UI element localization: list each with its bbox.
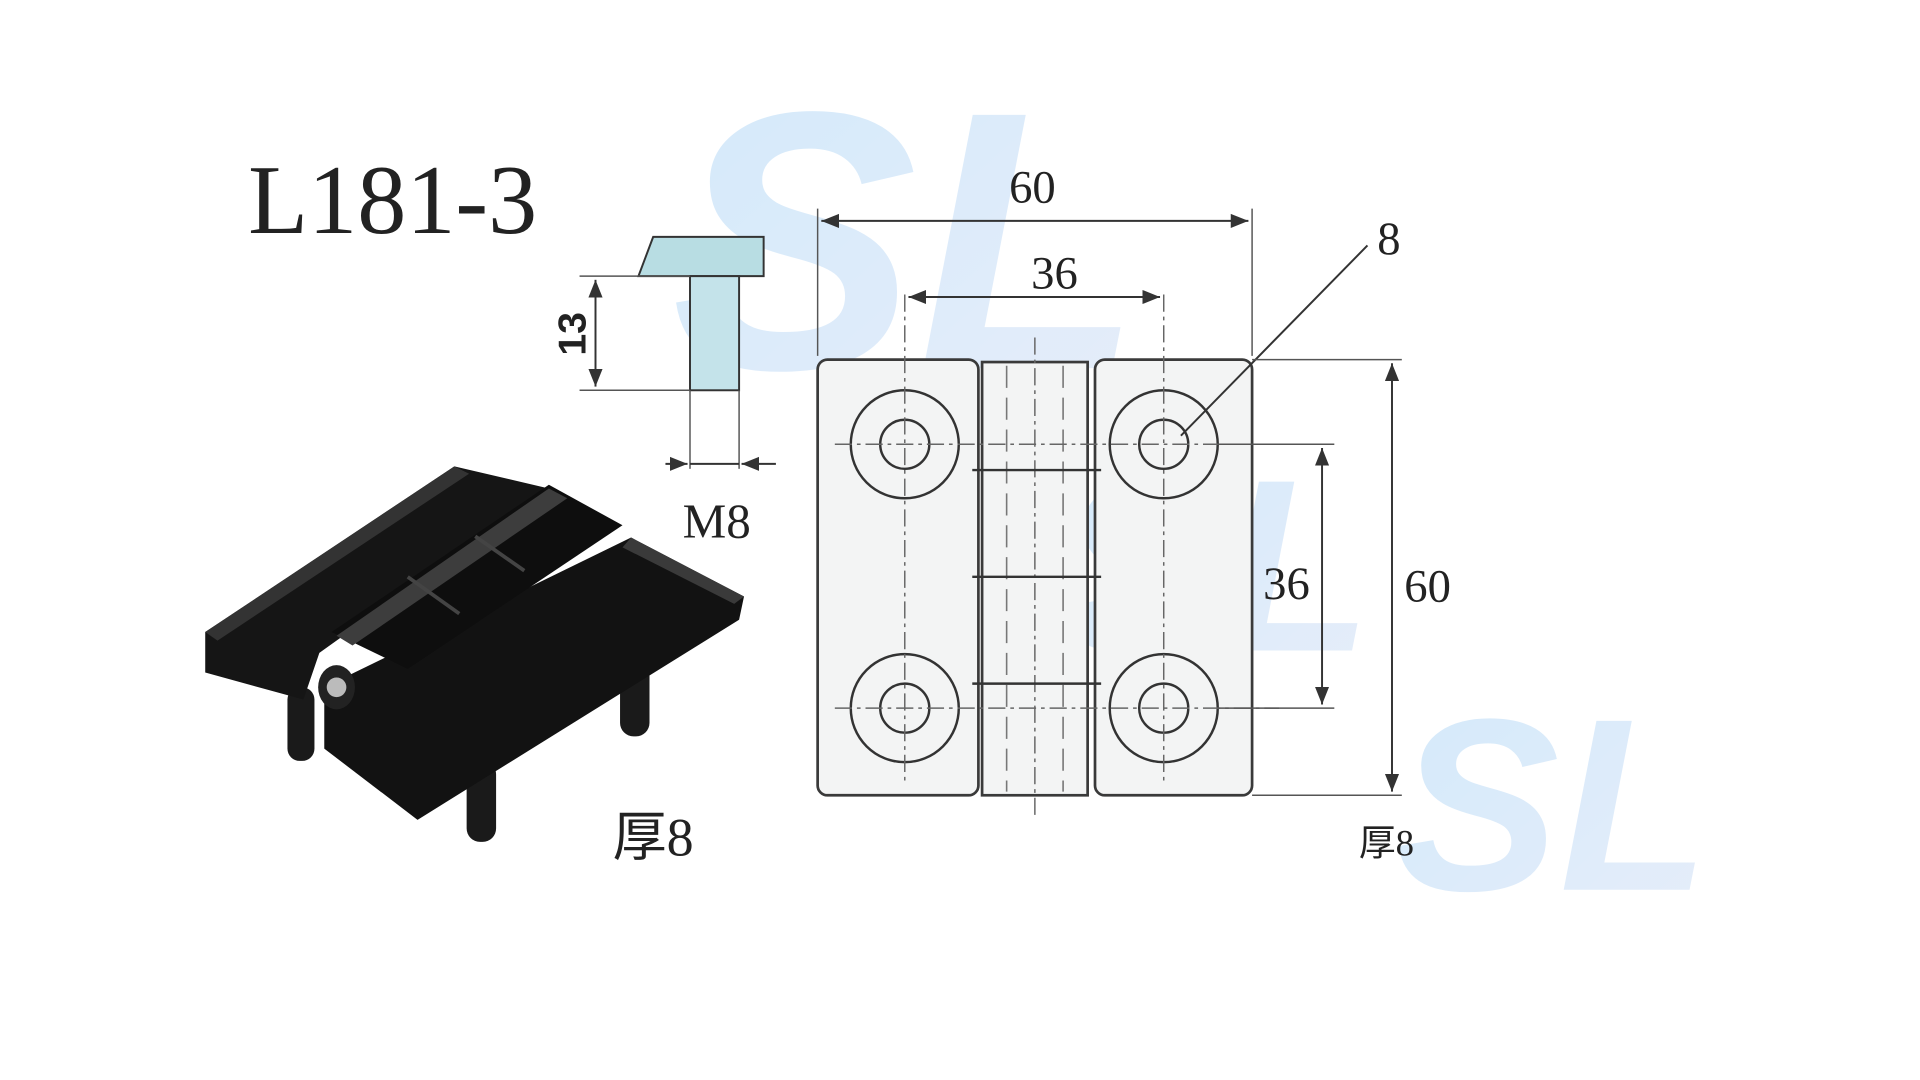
photo-thickness-label: 厚8 (613, 807, 694, 867)
overall-height-label: 60 (1404, 560, 1451, 612)
side-view (579, 235, 776, 471)
side-height-label: 13 (551, 312, 595, 356)
front-view (816, 208, 1402, 817)
front-thickness-label: 厚8 (1359, 822, 1414, 863)
overall-width-label: 60 (1009, 162, 1056, 214)
watermark-small: SL (1396, 669, 1710, 943)
model-title: L181-3 (248, 147, 537, 255)
hinge-photo (205, 466, 744, 842)
hole-spacing-h-label: 36 (1031, 247, 1078, 299)
hole-spacing-v-label: 36 (1263, 558, 1310, 610)
thread-size-label: M8 (683, 494, 751, 549)
hole-diameter-label: 8 (1377, 213, 1400, 265)
